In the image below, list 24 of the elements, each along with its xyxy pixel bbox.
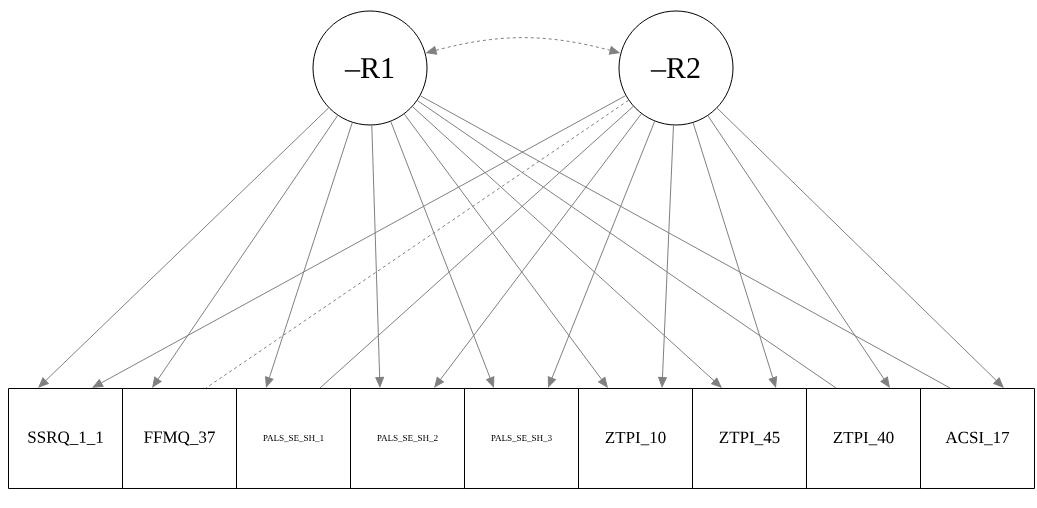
arrow bbox=[426, 37, 620, 55]
arrow bbox=[434, 113, 642, 388]
variable-box: PALS_SE_SH_3 bbox=[464, 388, 579, 489]
variable-box: SSRQ_1_1 bbox=[8, 388, 123, 489]
arrow bbox=[692, 122, 778, 388]
variable-box: FFMQ_37 bbox=[122, 388, 237, 489]
arrow bbox=[38, 107, 330, 388]
arrow bbox=[390, 121, 495, 388]
variable-box: PALS_SE_SH_2 bbox=[350, 388, 465, 489]
arrow bbox=[716, 107, 1004, 388]
arrow bbox=[403, 113, 608, 388]
variable-box: ZTPI_10 bbox=[578, 388, 693, 489]
variable-box: ZTPI_45 bbox=[692, 388, 807, 489]
variable-box: PALS_SE_SH_1 bbox=[236, 388, 351, 489]
arrow bbox=[92, 95, 627, 388]
arrow bbox=[265, 122, 353, 388]
variable-box: ZTPI_40 bbox=[806, 388, 921, 489]
variable-box: ACSI_17 bbox=[920, 388, 1035, 489]
arrow bbox=[371, 124, 385, 388]
arrow bbox=[707, 115, 890, 388]
arrow bbox=[547, 120, 656, 388]
arrow bbox=[412, 106, 722, 388]
arrow bbox=[658, 124, 674, 388]
arrow bbox=[152, 115, 339, 388]
